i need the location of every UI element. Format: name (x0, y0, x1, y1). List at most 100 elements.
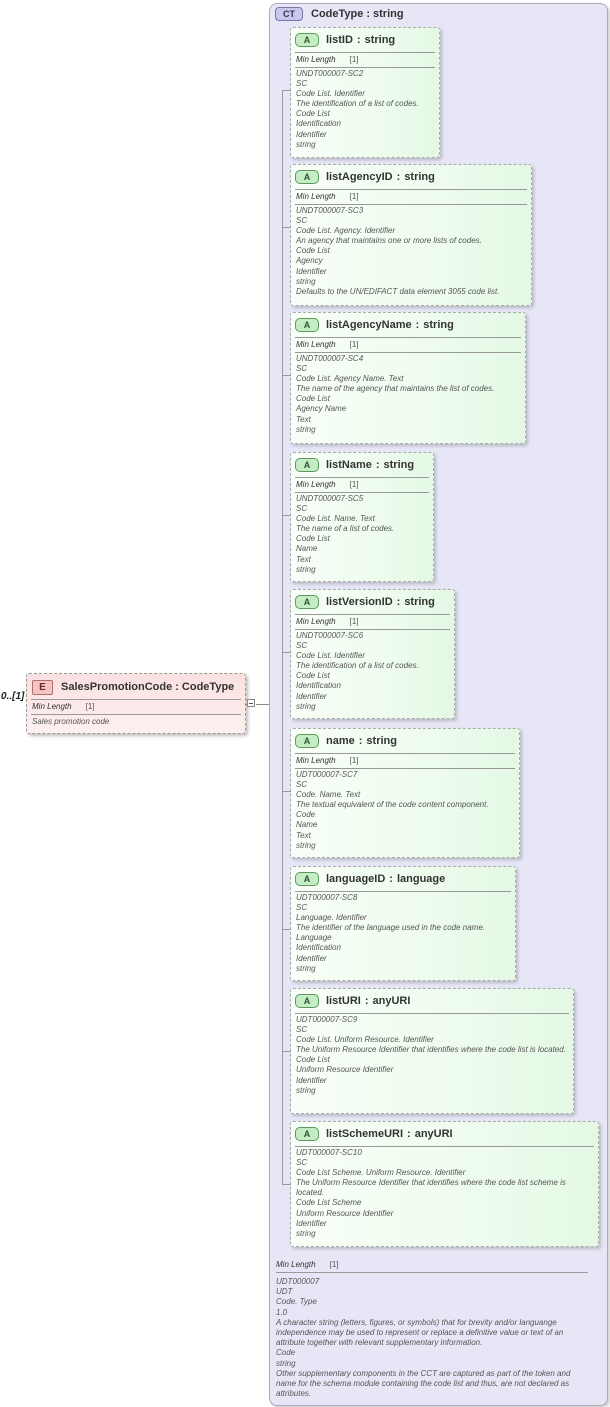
divider (295, 204, 527, 205)
attribute-name: listID (326, 33, 353, 46)
doc-line: string (296, 1228, 316, 1238)
attribute-facet: Min Length[1] (296, 756, 359, 765)
doc-line: Identifier (296, 1075, 327, 1085)
complex-type-badge-icon: CT (275, 7, 303, 21)
attribute-name: listVersionID (326, 595, 393, 608)
doc-line: Code List (296, 671, 330, 681)
attribute-type: string (383, 458, 415, 471)
doc-line: Text (296, 414, 311, 424)
doc-line: Agency Name (296, 404, 347, 414)
attribute-badge-icon: A (295, 317, 319, 332)
attribute-type: string (364, 33, 396, 46)
attribute-name: listAgencyName (326, 318, 412, 331)
element-facet: Min Length[1] (32, 702, 95, 711)
separator: : (415, 318, 420, 331)
facet-value: [1] (85, 702, 95, 711)
doc-line: Language. Identifier (296, 913, 367, 923)
doc-line: string (296, 701, 316, 711)
divider (295, 337, 521, 338)
attribute-connector (282, 1051, 291, 1052)
complex-type-base: string (373, 8, 404, 20)
collapse-toggle-icon[interactable] (247, 699, 255, 707)
element-type: CodeType (181, 681, 235, 693)
separator: : (396, 170, 401, 183)
doc-line: Language (296, 933, 332, 943)
separator: : (356, 33, 361, 46)
doc-line: Identification (296, 119, 341, 129)
attribute-badge-icon: A (295, 733, 319, 748)
separator: : (175, 681, 179, 693)
doc-line: 1.0 (276, 1307, 288, 1317)
doc-line: The name of a list of codes. (296, 524, 395, 534)
doc-line: string (296, 139, 316, 149)
attribute-connector (282, 929, 291, 930)
doc-line: The name of the agency that maintains th… (296, 384, 495, 394)
doc-line: Identifier (296, 129, 327, 139)
doc-line: string (296, 840, 316, 850)
attribute-connector (282, 90, 291, 91)
separator: : (396, 595, 401, 608)
attribute-badge-icon: A (295, 32, 319, 47)
doc-line: SC (296, 1158, 308, 1168)
doc-line: Identifier (296, 953, 327, 963)
doc-line: UDT000007-SC10 (296, 1148, 362, 1157)
doc-line: The identifier of the language used in t… (296, 923, 486, 933)
facet-label: Min Length (296, 55, 336, 64)
doc-line: Text (296, 830, 311, 840)
attribute-type: string (423, 318, 454, 331)
attribute-badge-icon: A (295, 1126, 319, 1141)
doc-line: UDT000007-SC8 (296, 893, 358, 902)
element-sales-promotion-code[interactable]: E SalesPromotionCode:CodeType Min Length… (26, 673, 246, 734)
facet-value: [1] (349, 192, 359, 201)
doc-line: Name (296, 820, 318, 830)
attribute-facet: Min Length[1] (296, 617, 359, 626)
complex-type-facet: Min Length[1] (276, 1260, 339, 1269)
complex-type-doc-lines: UDT000007 UDT Code. Type 1.0 A character… (276, 1277, 588, 1399)
doc-line: SC (296, 903, 308, 913)
attribute-type: anyURI (414, 1127, 453, 1140)
divider (295, 492, 429, 493)
doc-line: Agency (296, 256, 323, 266)
doc-line: Code. Name. Text (296, 790, 361, 800)
attribute-name: listAgencyID (326, 170, 393, 183)
facet-label: Min Length (276, 1260, 316, 1269)
doc-line: Uniform Resource Identifier (296, 1065, 394, 1075)
element-title: SalesPromotionCode:CodeType (61, 681, 234, 693)
divider (295, 629, 450, 630)
divider (295, 352, 521, 353)
doc-line: Identification (296, 681, 341, 691)
element-name: SalesPromotionCode (61, 681, 173, 693)
doc-line: SC (296, 1025, 308, 1035)
attribute-name: languageID (326, 872, 386, 885)
doc-line: Text (296, 554, 311, 564)
doc-line: UDT000007-SC7 (296, 770, 358, 779)
doc-line: SC (296, 780, 308, 790)
facet-value: [1] (349, 55, 359, 64)
complex-type-header: CT CodeType:string (275, 6, 404, 22)
divider (295, 768, 515, 769)
doc-line: Code (296, 810, 316, 820)
doc-line: SC (296, 216, 308, 226)
doc-line: Uniform Resource Identifier (296, 1208, 394, 1218)
element-badge-icon: E (32, 679, 53, 695)
doc-line: Code List (296, 1055, 330, 1065)
doc-line: Code (276, 1348, 296, 1358)
attribute-connector (282, 375, 291, 376)
